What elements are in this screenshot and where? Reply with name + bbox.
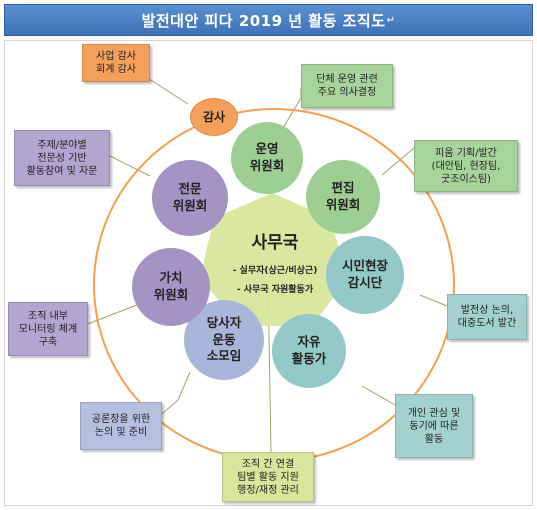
diagram-frame <box>4 40 533 506</box>
note-line: 주요 의사결정 <box>317 87 377 98</box>
connector-audit <box>145 76 189 105</box>
note-line: 논의 및 준비 <box>94 427 148 438</box>
paragraph-mark: ↵ <box>386 14 396 26</box>
note-line: 조직 내부 <box>28 310 68 322</box>
note-line: 대중도서 발간 <box>457 318 517 329</box>
note-line: 팀별 활동 지원 <box>237 471 299 483</box>
note-line: 모니터링 체계 <box>18 323 78 335</box>
note-editorial: 피움 기획/발간 (대안팀, 현장팀, 굿조이스팀) <box>414 140 518 192</box>
circle-label: 전문 <box>178 181 202 197</box>
circle-label: 편집 <box>331 180 355 196</box>
committee-party: 당사자 운동 소모임 <box>184 300 264 380</box>
circle-label: 위원회 <box>153 287 189 302</box>
committee-operation: 운영 위원회 <box>231 122 303 194</box>
circle-label: 위원회 <box>325 197 361 212</box>
note-line: 활동 <box>424 433 444 445</box>
note-line: 사업 감사 <box>96 51 136 62</box>
circle-label: 당사자 <box>206 314 242 330</box>
note-line: 활동참여 및 자문 <box>26 165 98 177</box>
circle-label: 활동가 <box>291 351 327 366</box>
note-office: 조직 간 연결 팀별 활동 지원 행정/재정 관리 <box>222 452 314 502</box>
note-audit: 사업 감사 회계 감사 <box>82 44 150 82</box>
page-title: 발전대안 피다 2019 년 활동 조직도 <box>141 11 386 30</box>
committee-civic: 시민현장 감시단 <box>326 236 404 314</box>
center-office: 사무국 - 실무자(상근/비상근) - 사무국 자원활동가 <box>200 210 350 320</box>
circle-label: 운동 <box>212 331 236 347</box>
note-line: 회계 감사 <box>96 64 136 75</box>
note-line: (대안팀, 현장팀, <box>431 160 501 172</box>
note-civic: 발전상 논의, 대중도서 발간 <box>447 294 527 340</box>
circle-label: 운영 <box>255 141 279 157</box>
note-line: 주제/분야별 <box>37 139 87 151</box>
note-line: 단체 운영 관련 <box>316 74 378 85</box>
note-line: 구축 <box>38 336 58 348</box>
note-line: 전문성 기반 <box>37 152 87 164</box>
circle-label: 위원회 <box>249 158 285 173</box>
committee-expert: 전문 위원회 <box>152 160 228 236</box>
title-bar: 발전대안 피다 2019 년 활동 조직도 ↵ <box>4 4 533 36</box>
circle-label: 감사 <box>202 109 226 124</box>
center-item: - 실무자(상근/비상근) <box>232 266 318 276</box>
committee-editorial: 편집 위원회 <box>306 160 380 234</box>
note-party: 공론장을 위한 논의 및 준비 <box>80 402 162 450</box>
note-operation: 단체 운영 관련 주요 의사결정 <box>301 64 393 108</box>
circle-label: 시민현장 <box>341 258 388 274</box>
committee-value: 가치 위원회 <box>132 248 210 326</box>
note-value: 조직 내부 모니터링 체계 구축 <box>8 302 88 356</box>
circle-label: 감시단 <box>347 275 383 290</box>
note-line: 동기에 따른 <box>409 420 459 432</box>
note-expert: 주제/분야별 전문성 기반 활동참여 및 자문 <box>14 130 110 186</box>
note-line: 공론장을 위한 <box>91 414 151 425</box>
center-title: 사무국 <box>251 233 299 253</box>
note-freedom: 개인 관심 및 동기에 따른 활동 <box>395 394 473 458</box>
committee-freedom: 자유 활동가 <box>272 314 346 388</box>
center-item: - 사무국 자원활동가 <box>236 285 314 295</box>
note-line: 행정/재정 관리 <box>237 484 299 496</box>
note-line: 발전상 논의, <box>460 305 514 316</box>
note-line: 개인 관심 및 <box>407 407 461 419</box>
audit-circle: 감사 <box>190 98 238 136</box>
circle-label: 가치 <box>159 270 183 286</box>
circle-label: 자유 <box>297 334 321 350</box>
note-line: 굿조이스팀) <box>441 173 491 185</box>
circle-label: 소모임 <box>206 348 242 364</box>
note-line: 조직 간 연결 <box>241 458 295 470</box>
circle-label: 위원회 <box>172 198 208 213</box>
note-line: 피움 기획/발간 <box>435 147 497 159</box>
